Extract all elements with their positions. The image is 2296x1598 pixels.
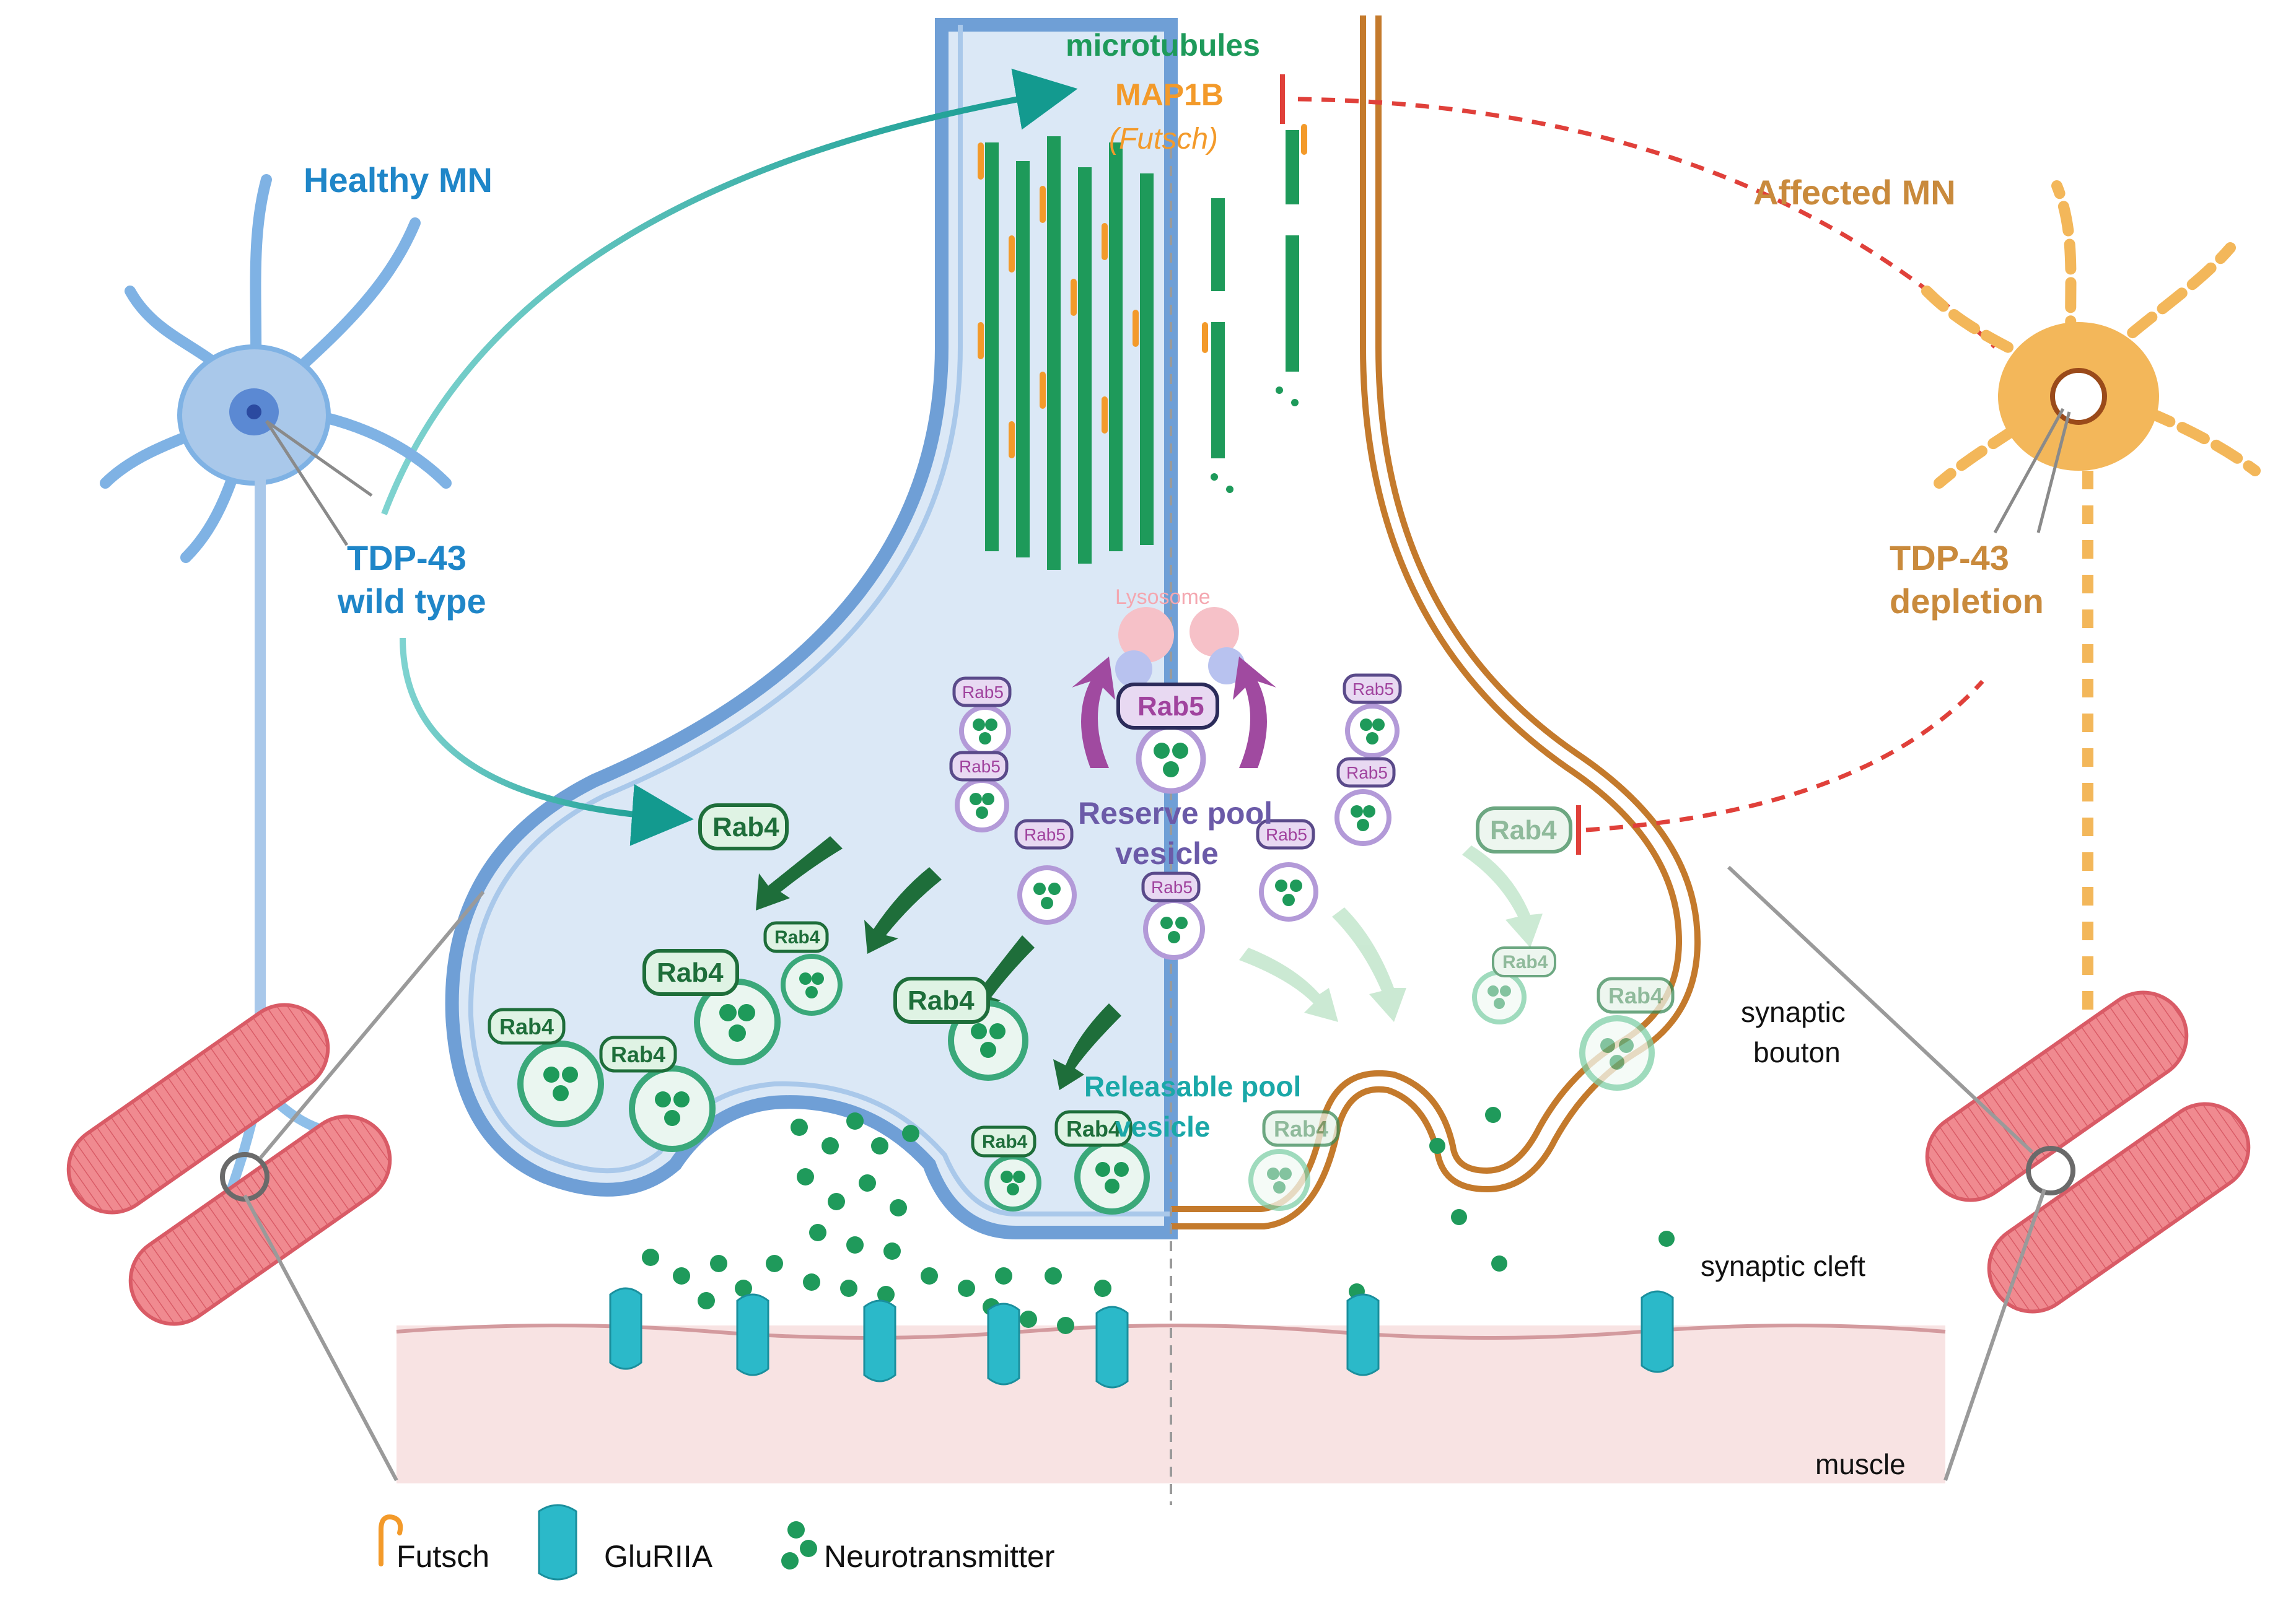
- tdp43-dep-line2: depletion: [1890, 582, 2044, 621]
- gluriia-receptor: [736, 1293, 769, 1376]
- gluriia-receptors: [609, 1287, 1674, 1389]
- rab4-vesicle: Rab4: [763, 921, 843, 1016]
- releasable-pool-line1: Releasable pool: [1084, 1070, 1301, 1102]
- rab4-vesicles-healthy: Rab4 Rab4 Rab4 Rab4 Rab4: [488, 803, 1150, 1215]
- rab4-label: Rab4: [499, 1014, 554, 1039]
- legend-neurotransmitter-label: Neurotransmitter: [824, 1539, 1054, 1574]
- rab4-label: Rab4: [1490, 815, 1557, 845]
- rab4-vesicle: Rab4: [599, 1036, 716, 1152]
- gluriia-receptor: [987, 1303, 1020, 1386]
- legend-gluriia: GluRIIA: [538, 1504, 713, 1581]
- healthy-mn-label: Healthy MN: [304, 160, 493, 199]
- rab4-label: Rab4: [712, 812, 779, 842]
- rab5-arrows: [1072, 657, 1276, 768]
- rab5-tag: Rab5: [1151, 878, 1193, 897]
- rab5-vesicle: Rab5: [1256, 819, 1318, 922]
- microtubule-bundle-healthy: [978, 136, 1154, 570]
- rab4-vesicle: Rab4: [1248, 1110, 1340, 1211]
- rab4-tag-standalone-affected: Rab4: [1476, 806, 1572, 854]
- reserve-pool-line2: vesicle: [1115, 836, 1219, 871]
- affected-terminal-outer: [1171, 15, 1701, 1229]
- arrow-to-microtubules: [381, 68, 1078, 515]
- rab4-label: Rab4: [908, 985, 975, 1016]
- rab4-label: Rab4: [1502, 952, 1548, 972]
- futsch-italic-label: (Futsch): [1109, 123, 1218, 155]
- muscle-label: muscle: [1815, 1448, 1906, 1480]
- rab5-tag: Rab5: [959, 757, 1001, 776]
- rab4-vesicle: Rab4: [488, 1008, 604, 1127]
- releasable-pool-line2: vesicle: [1115, 1111, 1210, 1143]
- rab5-vesicle-center: Rab5: [1116, 683, 1219, 794]
- rab4-label: Rab4: [982, 1132, 1028, 1152]
- rab5-vesicle: Rab5: [1334, 757, 1396, 846]
- rab4-vesicle: Rab4: [1579, 977, 1675, 1091]
- gluriia-receptor: [1641, 1290, 1674, 1373]
- microtubules-label: microtubules: [1066, 28, 1260, 63]
- legend-futsch: Futsch: [379, 1514, 489, 1574]
- synaptic-bouton-line2: bouton: [1753, 1036, 1841, 1068]
- affected-terminal-inner: [1171, 15, 1683, 1212]
- reserve-pool-line1: Reserve pool: [1078, 796, 1273, 831]
- muscle-fiber-left: [66, 891, 485, 1482]
- affected-mn: [1921, 180, 2261, 1115]
- legend-futsch-label: Futsch: [397, 1539, 489, 1574]
- rab5-vesicle: Rab5: [949, 751, 1009, 832]
- rab5-vesicle: Rab5: [952, 676, 1012, 757]
- legend-gluriia-label: GluRIIA: [604, 1539, 713, 1574]
- gluriia-receptor: [863, 1299, 896, 1382]
- arrow-to-rab4: [400, 637, 694, 846]
- muscle-membrane: [396, 1324, 1946, 1340]
- rab4-vesicle: Rab4: [1054, 1110, 1150, 1215]
- tdp43-dep-line1: TDP-43: [1890, 538, 2009, 577]
- lysosome-left: [1115, 607, 1174, 688]
- rab5-tag-large: Rab5: [1137, 691, 1204, 722]
- microtubule-bundle-affected: [1202, 124, 1307, 493]
- rab4-label: Rab4: [657, 958, 724, 988]
- map1b-label: MAP1B: [1115, 77, 1224, 112]
- healthy-terminal-inner-membrane: [468, 25, 1171, 1216]
- rab4-vesicle: Rab4: [642, 949, 781, 1065]
- rab5-tag: Rab5: [962, 683, 1004, 702]
- rab4-label: Rab4: [611, 1042, 665, 1067]
- rab4-tag-standalone: Rab4: [698, 803, 789, 850]
- rab4-vesicle: Rab4: [893, 977, 1028, 1081]
- rab4-arrows-healthy: [756, 836, 1121, 1090]
- gluriia-receptor: [609, 1287, 642, 1370]
- gluriia-icon: [538, 1504, 577, 1581]
- rab5-vesicle: Rab5: [1014, 819, 1077, 925]
- rab4-vesicles-affected: Rab4 Rab4 Rab4 Rab4: [1248, 806, 1675, 1211]
- gluriia-receptor: [1095, 1306, 1129, 1389]
- muscle-fiber-right: [1727, 865, 2251, 1481]
- rab5-tag: Rab5: [1024, 825, 1066, 844]
- rab4-label: Rab4: [1274, 1116, 1328, 1142]
- neurotransmitter-icon: [781, 1521, 817, 1570]
- synaptic-cleft-label: synaptic cleft: [1701, 1250, 1865, 1282]
- legend: Futsch GluRIIA Neurotransmitter: [379, 1504, 1054, 1581]
- tdp43-wt-line2: wild type: [337, 582, 486, 621]
- rab5-vesicles: Rab5 Rab5 Rab5 Rab5 Rab5: [949, 673, 1402, 960]
- synaptic-bouton-line1: synaptic: [1741, 996, 1846, 1028]
- rab4-arrows-affected: [1239, 845, 1543, 1022]
- affected-mn-label: Affected MN: [1753, 173, 1956, 212]
- gluriia-receptor: [1346, 1293, 1380, 1376]
- rab5-tag: Rab5: [1352, 679, 1394, 699]
- rab4-label: Rab4: [1066, 1116, 1121, 1142]
- rab4-label: Rab4: [774, 927, 820, 948]
- rab5-tag: Rab5: [1266, 825, 1307, 844]
- rab4-label: Rab4: [1608, 983, 1663, 1008]
- futsch-icon: [379, 1514, 403, 1566]
- lysosome-label: Lysosome: [1115, 585, 1211, 609]
- rab5-vesicle: Rab5: [1343, 673, 1402, 758]
- inhibition-line-rab4: [1585, 679, 1984, 832]
- rab4-vesicle: Rab4: [971, 1125, 1041, 1212]
- rab4-vesicle: Rab4: [1472, 946, 1556, 1024]
- tdp43-wt-line1: TDP-43: [347, 538, 467, 577]
- legend-neurotransmitter: Neurotransmitter: [781, 1521, 1054, 1574]
- inhibition-line-map1b: [1297, 97, 1997, 349]
- lysosome-right: [1190, 607, 1245, 684]
- neurotransmitter-cluster-affected: [1349, 1107, 1675, 1299]
- rab5-tag: Rab5: [1346, 763, 1388, 782]
- rab5-vesicle: Rab5: [1141, 871, 1205, 960]
